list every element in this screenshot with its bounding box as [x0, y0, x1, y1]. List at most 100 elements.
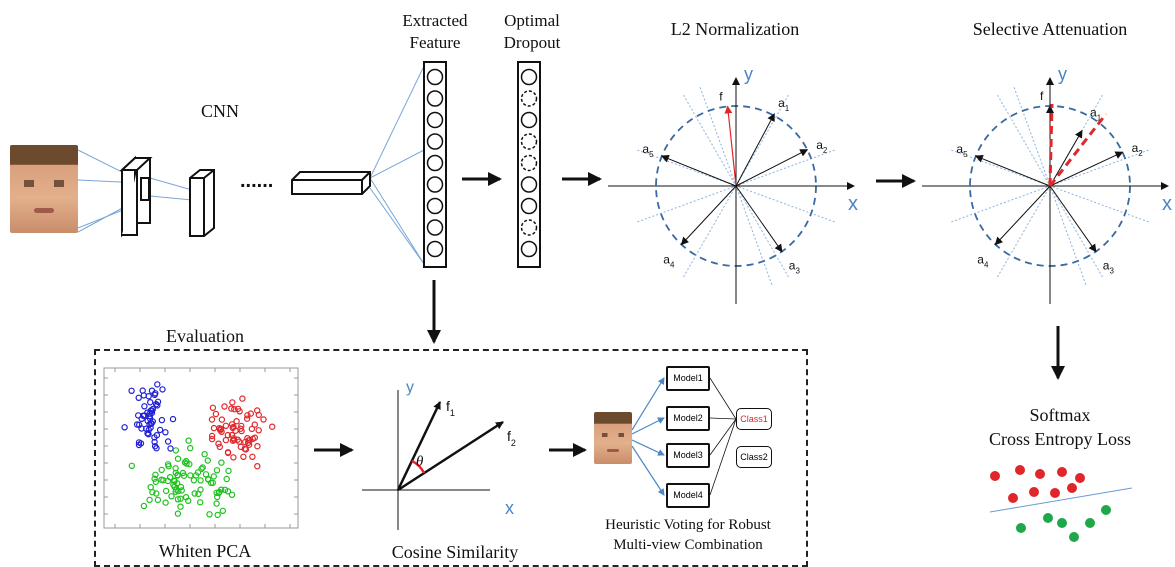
- pca-point: [212, 410, 220, 418]
- pca-point: [236, 408, 243, 415]
- pca-point: [135, 394, 142, 401]
- dropout-neuron: [520, 197, 538, 215]
- pca-point: [173, 480, 181, 487]
- voting-caption-line2: Multi-view Combination: [613, 537, 763, 553]
- pca-point: [149, 489, 156, 496]
- pca-point: [228, 431, 236, 439]
- cross-entropy-loss-label: Cross Entropy Loss: [988, 429, 1131, 449]
- pca-point: [210, 424, 218, 432]
- pca-point: [251, 421, 258, 428]
- pca-point: [140, 502, 148, 510]
- evaluation-title: Evaluation: [166, 326, 244, 346]
- pca-point: [172, 447, 180, 454]
- pca-point: [224, 449, 232, 457]
- pca-point: [216, 488, 223, 496]
- class-dot: [1043, 513, 1053, 523]
- class-dot: [1008, 493, 1018, 503]
- dropout-neuron: [520, 240, 538, 258]
- pca-point: [208, 432, 216, 440]
- pca-point: [186, 444, 194, 452]
- model-box-1: Model1: [666, 366, 710, 391]
- optimal-dropout-label-line1: Optimal: [504, 11, 560, 30]
- vector-label: a1: [778, 96, 790, 113]
- vector-arrow: [680, 185, 737, 246]
- class2-box: Class2: [736, 446, 772, 468]
- pca-point: [229, 399, 236, 406]
- vector-label: a2: [816, 138, 828, 155]
- pca-point: [241, 438, 249, 446]
- vector-f1: [396, 401, 442, 491]
- pca-point: [230, 435, 237, 442]
- pca-point: [182, 494, 190, 501]
- pca-point: [152, 478, 159, 486]
- pca-point: [251, 434, 258, 441]
- pca-point: [158, 416, 166, 424]
- class-dot: [1067, 483, 1077, 493]
- pca-point: [235, 438, 243, 445]
- vector-arrow: [1049, 129, 1083, 187]
- pca-point: [162, 487, 170, 495]
- input-face-image: [10, 145, 78, 233]
- vector-arrow: [994, 185, 1051, 246]
- pca-point: [210, 473, 217, 480]
- theta-label: θ: [416, 454, 424, 470]
- vector-label: a2: [1132, 141, 1144, 158]
- pca-point: [177, 503, 184, 510]
- axis-x-label: x: [1162, 193, 1172, 215]
- pca-point: [152, 471, 159, 478]
- pca-point: [199, 464, 206, 471]
- cnn-flat-block: [291, 171, 371, 195]
- f2-label: f2: [507, 428, 516, 448]
- l2-normalization-title: L2 Normalization: [670, 19, 800, 39]
- pca-point: [174, 510, 182, 517]
- vector-arrow: [1049, 185, 1097, 253]
- pca-point: [151, 475, 158, 482]
- feature-neuron: [426, 90, 444, 107]
- pca-point: [139, 412, 147, 419]
- pca-point: [219, 507, 226, 514]
- cnn-layer-block-2: [189, 169, 215, 237]
- pca-point: [133, 421, 141, 428]
- pca-point: [141, 403, 148, 410]
- pca-point: [221, 403, 228, 410]
- voting-caption-line1: Heuristic Voting for Robust: [605, 517, 771, 533]
- pca-point: [174, 496, 182, 503]
- pca-point: [168, 493, 175, 500]
- pca-point: [243, 415, 251, 422]
- pca-point: [214, 511, 221, 519]
- feature-neuron: [426, 176, 444, 193]
- pca-point: [154, 402, 161, 409]
- pca-point: [121, 424, 128, 431]
- axis-y-label: y: [1058, 64, 1067, 84]
- model-to-class-lines: [709, 377, 737, 496]
- pca-point: [245, 437, 252, 444]
- pca-point: [170, 481, 177, 488]
- cosine-axis-y: y: [406, 379, 414, 396]
- pca-point: [151, 443, 159, 450]
- pca-point: [174, 455, 182, 462]
- pca-point: [206, 511, 213, 518]
- class-dot: [1029, 487, 1039, 497]
- voting-arrows: [631, 377, 665, 496]
- softmax-label: Softmax: [1029, 405, 1091, 425]
- pca-point: [260, 416, 267, 423]
- pca-point: [154, 381, 161, 388]
- pca-point: [224, 488, 232, 495]
- pca-point: [192, 472, 200, 479]
- class-dot: [1069, 532, 1079, 542]
- pca-point: [201, 451, 208, 458]
- pca-point: [135, 439, 143, 446]
- pca-point: [153, 490, 160, 497]
- pca-point: [217, 425, 225, 433]
- pca-point: [204, 475, 212, 483]
- class-dot: [1075, 473, 1085, 483]
- selective-attenuation-title: Selective Attenuation: [972, 19, 1128, 39]
- pca-point: [209, 404, 217, 411]
- pca-point: [169, 415, 177, 423]
- feature-neuron: [426, 240, 444, 258]
- pca-point: [255, 427, 262, 434]
- pca-point: [146, 496, 153, 504]
